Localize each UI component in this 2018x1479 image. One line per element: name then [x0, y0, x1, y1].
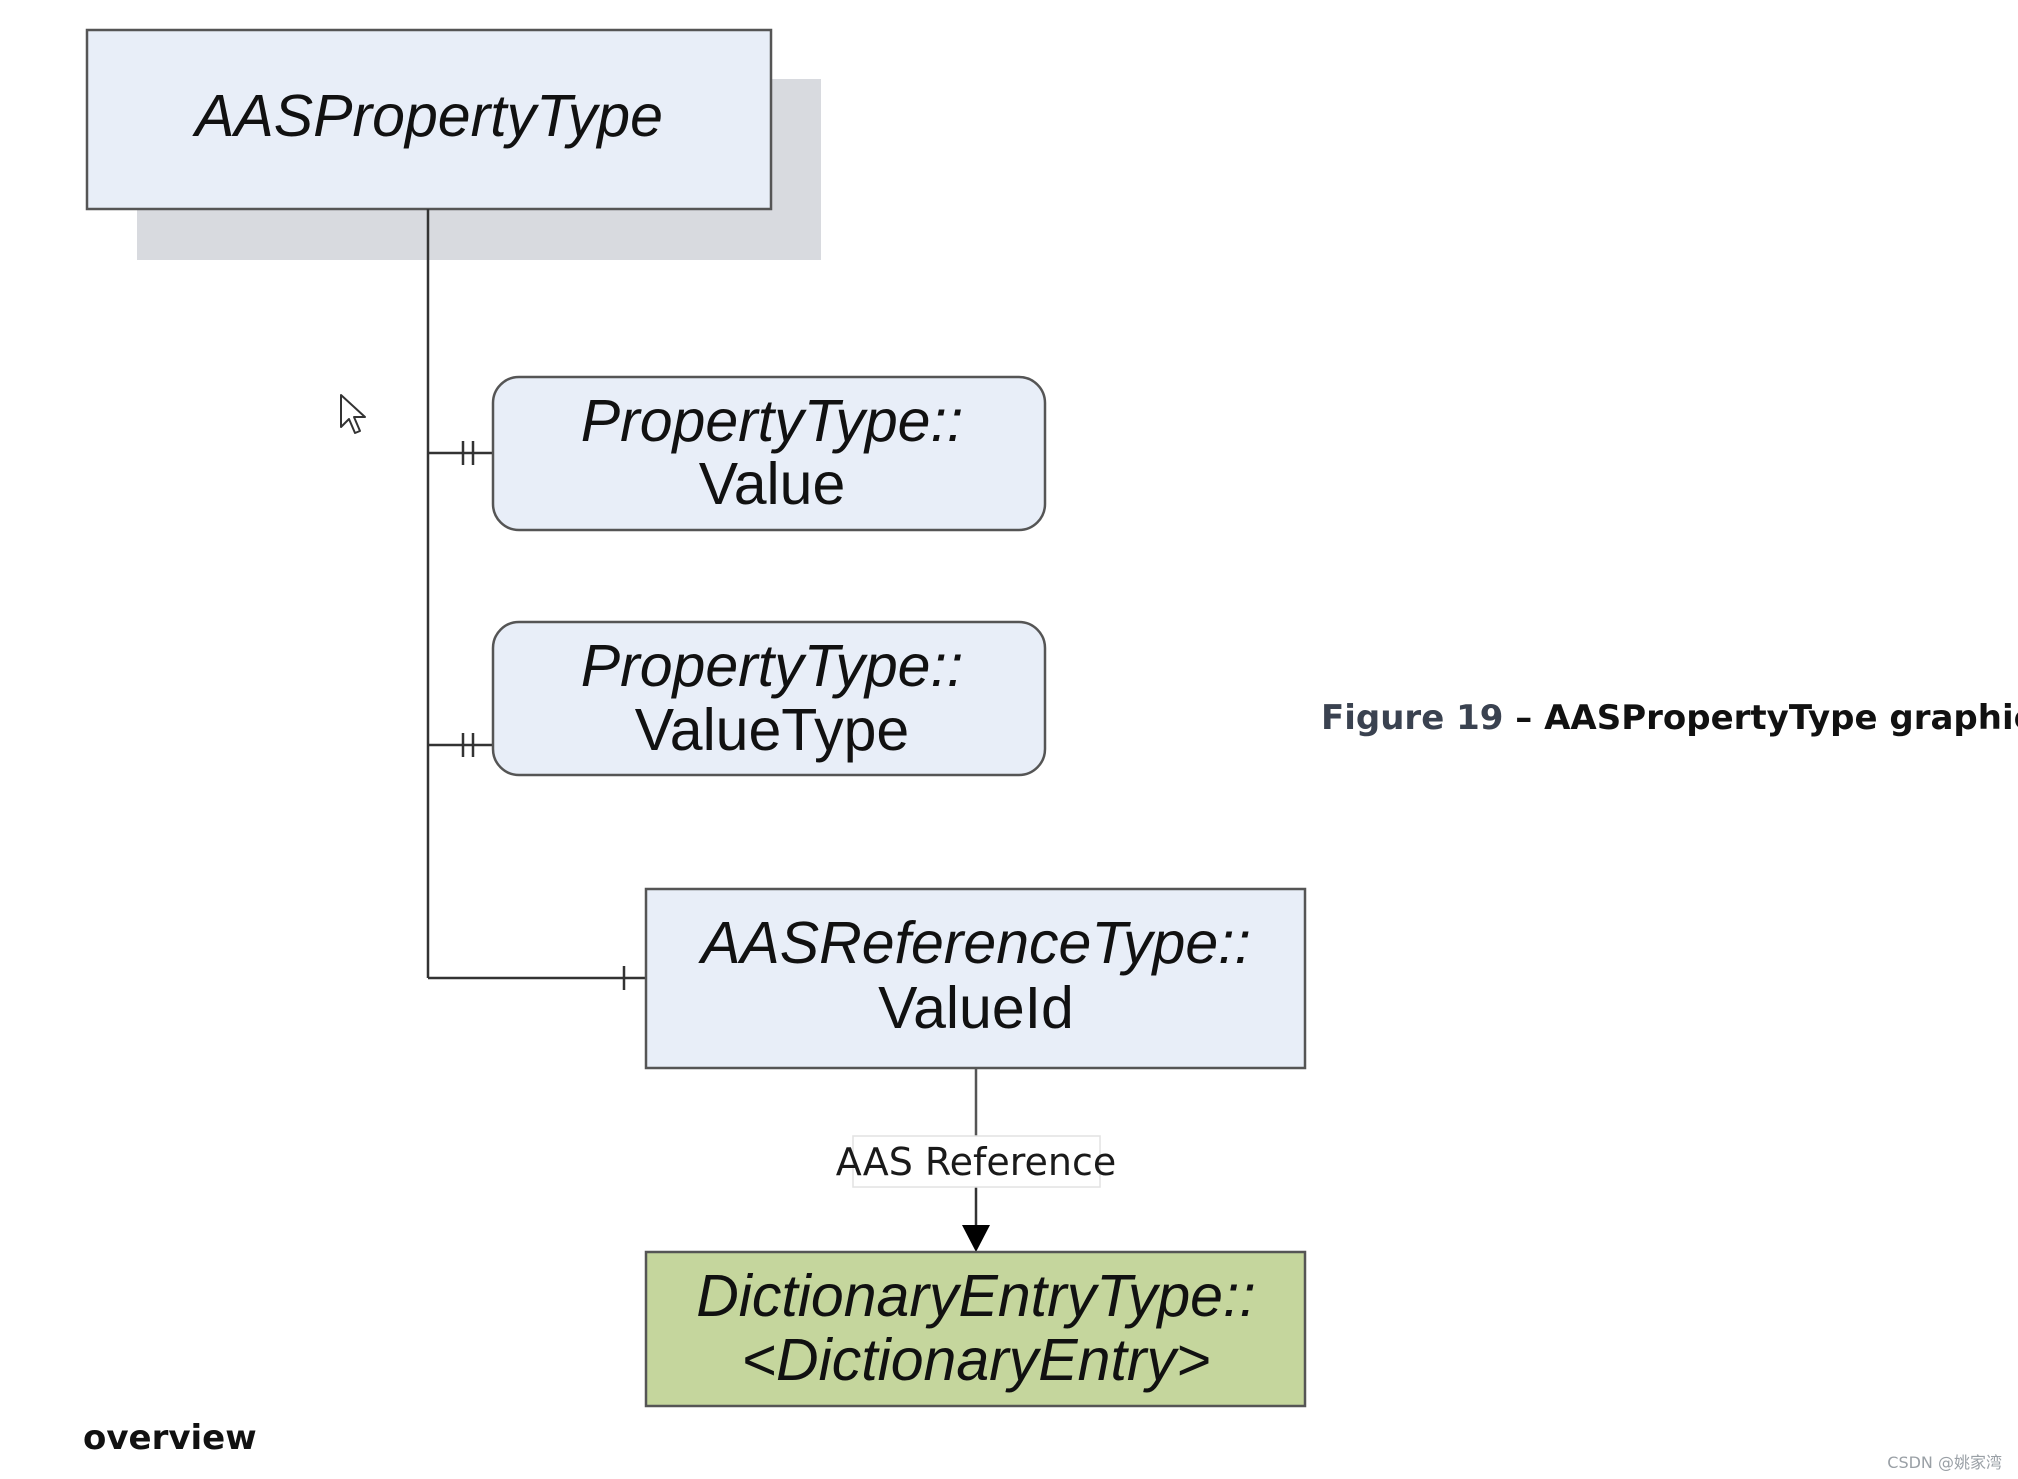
node-property-value[interactable]: PropertyType:: Value: [491, 375, 1047, 532]
node-property-value-line2: Value: [699, 451, 846, 517]
node-property-value-type-line1: PropertyType::: [581, 633, 964, 699]
watermark: CSDN @姚家湾: [1887, 1453, 2002, 1472]
figure-title: – AASPropertyType graphical: [1503, 698, 2018, 738]
node-reference-value-id[interactable]: AASReferenceType:: ValueId: [644, 887, 1307, 1070]
connector-to-value: [428, 441, 493, 465]
figure-number: Figure 19: [1321, 698, 1504, 738]
node-dictionary-entry-line2: <DictionaryEntry>: [742, 1327, 1211, 1393]
node-property-value-type-line2: ValueType: [635, 697, 909, 763]
edge-aas-reference: AAS Reference: [836, 1068, 1117, 1252]
node-property-value-type[interactable]: PropertyType:: ValueType: [491, 620, 1047, 777]
node-reference-value-id-line1: AASReferenceType::: [698, 910, 1251, 976]
node-reference-value-id-line2: ValueId: [878, 975, 1074, 1041]
node-property-value-line1: PropertyType::: [581, 388, 964, 454]
node-aas-property-type[interactable]: AASPropertyType: [85, 28, 773, 211]
node-dictionary-entry-line1: DictionaryEntryType::: [696, 1263, 1256, 1329]
node-aas-property-type-label: AASPropertyType: [192, 83, 663, 149]
node-dictionary-entry[interactable]: DictionaryEntryType:: <DictionaryEntry>: [644, 1250, 1307, 1408]
edge-aas-reference-label: AAS Reference: [836, 1140, 1117, 1184]
connector-to-value-type: [428, 733, 493, 757]
connector-to-value-id: [428, 966, 646, 990]
mouse-cursor-icon: [340, 394, 366, 434]
edge-label-box: [852, 1135, 1101, 1188]
overview-heading: overview: [83, 1418, 257, 1458]
arrowhead-icon: [962, 1225, 990, 1252]
figure-caption: Figure 19 – AASPropertyType graphical: [1321, 692, 2018, 744]
